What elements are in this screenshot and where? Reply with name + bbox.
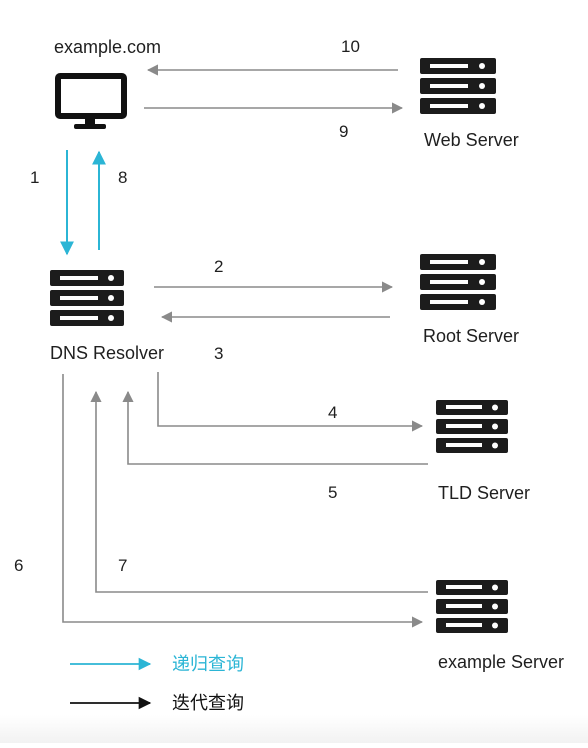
bottom-fade	[0, 715, 588, 743]
monitor-icon	[55, 73, 127, 129]
dns-resolver-icon	[50, 270, 124, 326]
example-server-label: example Server	[438, 652, 565, 672]
root-server-icon	[420, 254, 496, 310]
legend-recursive-label: 递归查询	[172, 654, 244, 674]
step-number-1: 1	[30, 168, 40, 187]
tld-server-label: TLD Server	[438, 483, 531, 503]
web-server-icon	[420, 58, 496, 114]
tld-server-icon	[436, 400, 508, 453]
step-number-6: 6	[14, 556, 24, 575]
arrow-step-6	[62, 374, 424, 628]
step-number-10: 10	[341, 37, 360, 56]
arrow-step-7	[90, 390, 428, 593]
step-number-7: 7	[118, 556, 128, 575]
arrow-step-5	[122, 390, 428, 465]
step-number-4: 4	[328, 403, 338, 422]
step-number-3: 3	[214, 344, 224, 363]
client-label: example.com	[54, 37, 162, 57]
legend-iterative-label: 迭代查询	[172, 693, 244, 713]
web-server-label: Web Server	[424, 130, 519, 150]
step-number-9: 9	[339, 122, 349, 141]
example-server-icon	[436, 580, 508, 633]
root-server-label: Root Server	[423, 326, 520, 346]
arrow-step-4	[157, 372, 424, 432]
step-number-2: 2	[214, 257, 224, 276]
dns-resolver-label: DNS Resolver	[50, 343, 165, 363]
step-number-5: 5	[328, 483, 338, 502]
step-number-8: 8	[118, 168, 128, 187]
